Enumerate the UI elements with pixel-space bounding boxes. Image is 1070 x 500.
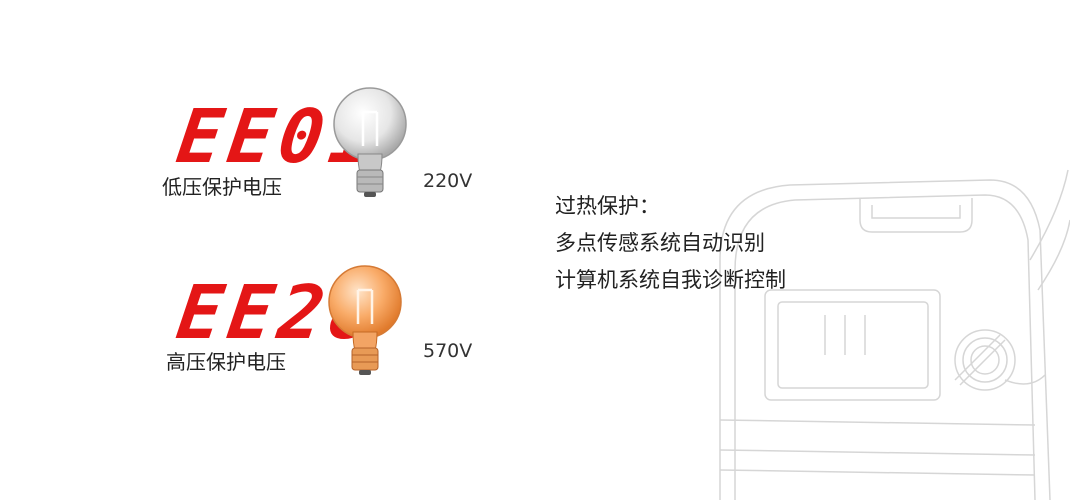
low-voltage-protection-label: 低压保护电压 — [162, 175, 282, 199]
overheat-protection-title: 过热保护： — [555, 194, 660, 218]
feature-line-diagnosis: 计算机系统自我诊断控制 — [555, 268, 786, 292]
high-voltage-protection-label: 高压保护电压 — [166, 350, 286, 374]
low-voltage-value: 220V — [423, 170, 473, 192]
welder-machine-illustration — [719, 169, 1070, 500]
lightbulb-off-icon — [333, 87, 407, 197]
high-voltage-value: 570V — [423, 340, 473, 362]
lightbulb-on-icon — [328, 265, 402, 375]
feature-line-sensing: 多点传感系统自动识别 — [555, 231, 765, 255]
